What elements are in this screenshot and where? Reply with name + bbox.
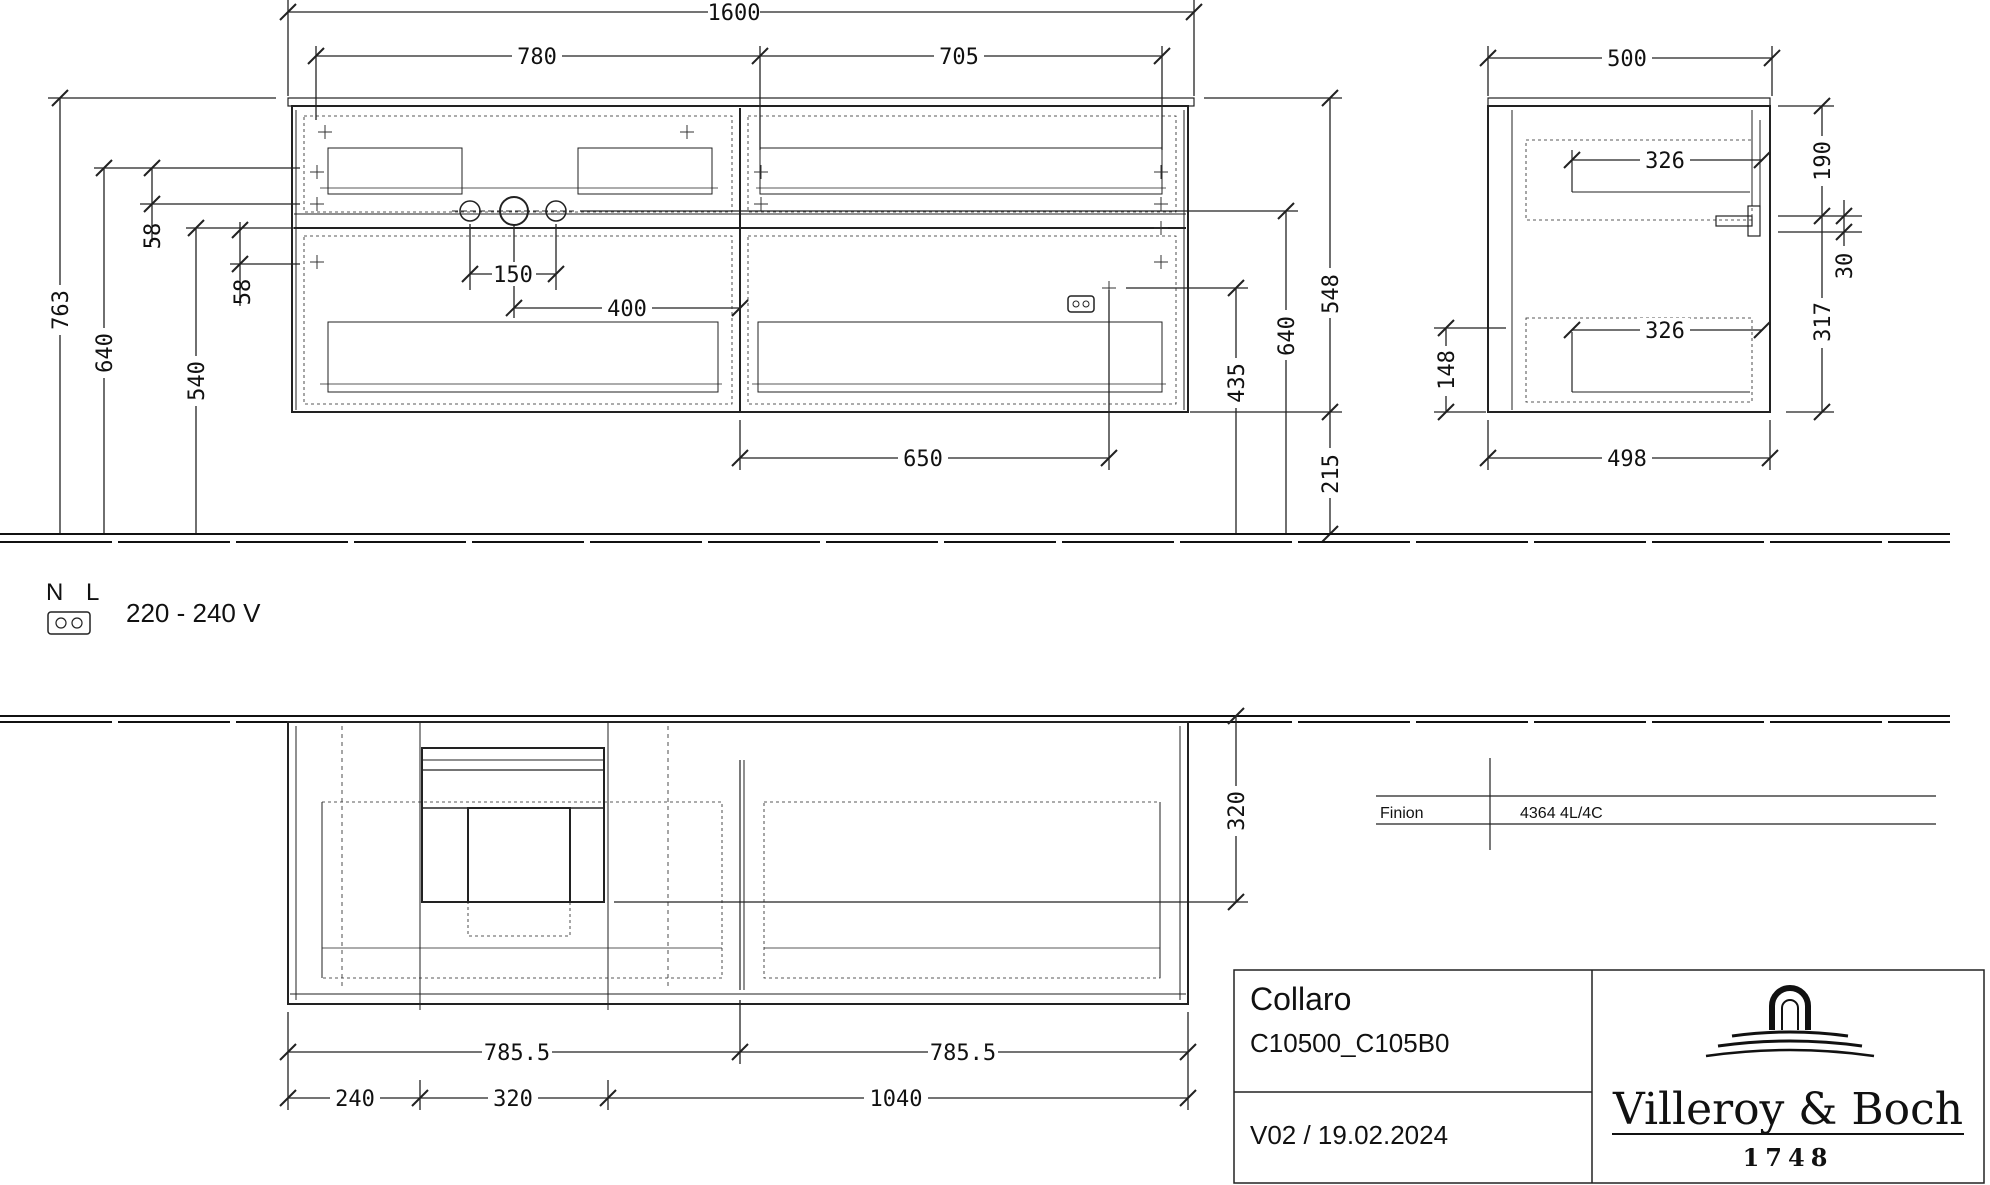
- top-dimension-labels: 320 785.5 785.5 240 320 1040: [330, 786, 1250, 1112]
- dim-540: 540: [185, 361, 210, 401]
- spec-table: Finion 4364 4L/4C: [1376, 758, 1936, 850]
- dim-548: 548: [1319, 274, 1344, 314]
- product-code: C10500_C105B0: [1250, 1028, 1450, 1058]
- dim-326-lower: 326: [1645, 319, 1685, 344]
- spec-label-finion: Finion: [1380, 805, 1424, 822]
- power-legend: N L 220 - 240 V: [46, 579, 261, 635]
- dim-763: 763: [49, 290, 74, 330]
- dim-30: 30: [1833, 253, 1858, 280]
- top-dimension-lines: [279, 707, 1248, 1110]
- side-dimension-labels: 500 498 326 326 190 30 317 148: [1434, 46, 1858, 472]
- dim-148: 148: [1435, 350, 1460, 390]
- dim-705: 705: [939, 45, 979, 70]
- dim-58-lower: 58: [231, 279, 256, 306]
- front-view-crosses: [310, 125, 1168, 295]
- dim-240: 240: [335, 1087, 375, 1112]
- dim-1040: 1040: [870, 1087, 923, 1112]
- dim-1600: 1600: [708, 1, 761, 26]
- dim-650: 650: [903, 447, 943, 472]
- dim-498: 498: [1607, 447, 1647, 472]
- front-dimension-lines: [48, 0, 1342, 543]
- dim-320: 320: [493, 1087, 533, 1112]
- title-block: Collaro C10500_C105B0 V02 / 19.02.2024 V…: [1233, 969, 1985, 1184]
- dim-640: 640: [93, 333, 118, 373]
- front-dimension-labels: 1600 780 705 763 640 540 58 58 150 400 6…: [46, 0, 1344, 498]
- brand-year: 1748: [1743, 1143, 1834, 1172]
- spec-value: 4364 4L/4C: [1520, 805, 1603, 822]
- dim-500: 500: [1607, 47, 1647, 72]
- top-view: [287, 721, 1189, 1010]
- side-dimension-lines: [1434, 46, 1862, 470]
- dim-326-upper: 326: [1645, 149, 1685, 174]
- brand-logo-icon: [1705, 985, 1875, 1058]
- dim-150: 150: [493, 263, 533, 288]
- live-label: L: [86, 579, 99, 606]
- floor-line-front: [0, 533, 1950, 543]
- version-date: V02 / 19.02.2024: [1250, 1120, 1448, 1150]
- product-name: Collaro: [1250, 981, 1351, 1017]
- dim-400: 400: [607, 297, 647, 322]
- side-view: [1487, 97, 1771, 413]
- dim-780: 780: [517, 45, 557, 70]
- brand-name: Villeroy & Boch: [1612, 1084, 1963, 1135]
- neutral-label: N: [46, 579, 63, 606]
- front-view: [287, 97, 1195, 413]
- dim-435: 435: [1225, 363, 1250, 403]
- voltage-label: 220 - 240 V: [126, 598, 261, 628]
- dim-785-5-right: 785.5: [930, 1041, 996, 1066]
- dim-317: 317: [1811, 302, 1836, 342]
- dim-320-depth: 320: [1225, 791, 1250, 831]
- dim-215: 215: [1319, 454, 1344, 494]
- dim-190: 190: [1811, 141, 1836, 181]
- dim-58-upper: 58: [141, 223, 166, 250]
- socket-icon: [47, 611, 91, 635]
- dim-640-right: 640: [1275, 316, 1300, 356]
- dim-785-5-left: 785.5: [484, 1041, 550, 1066]
